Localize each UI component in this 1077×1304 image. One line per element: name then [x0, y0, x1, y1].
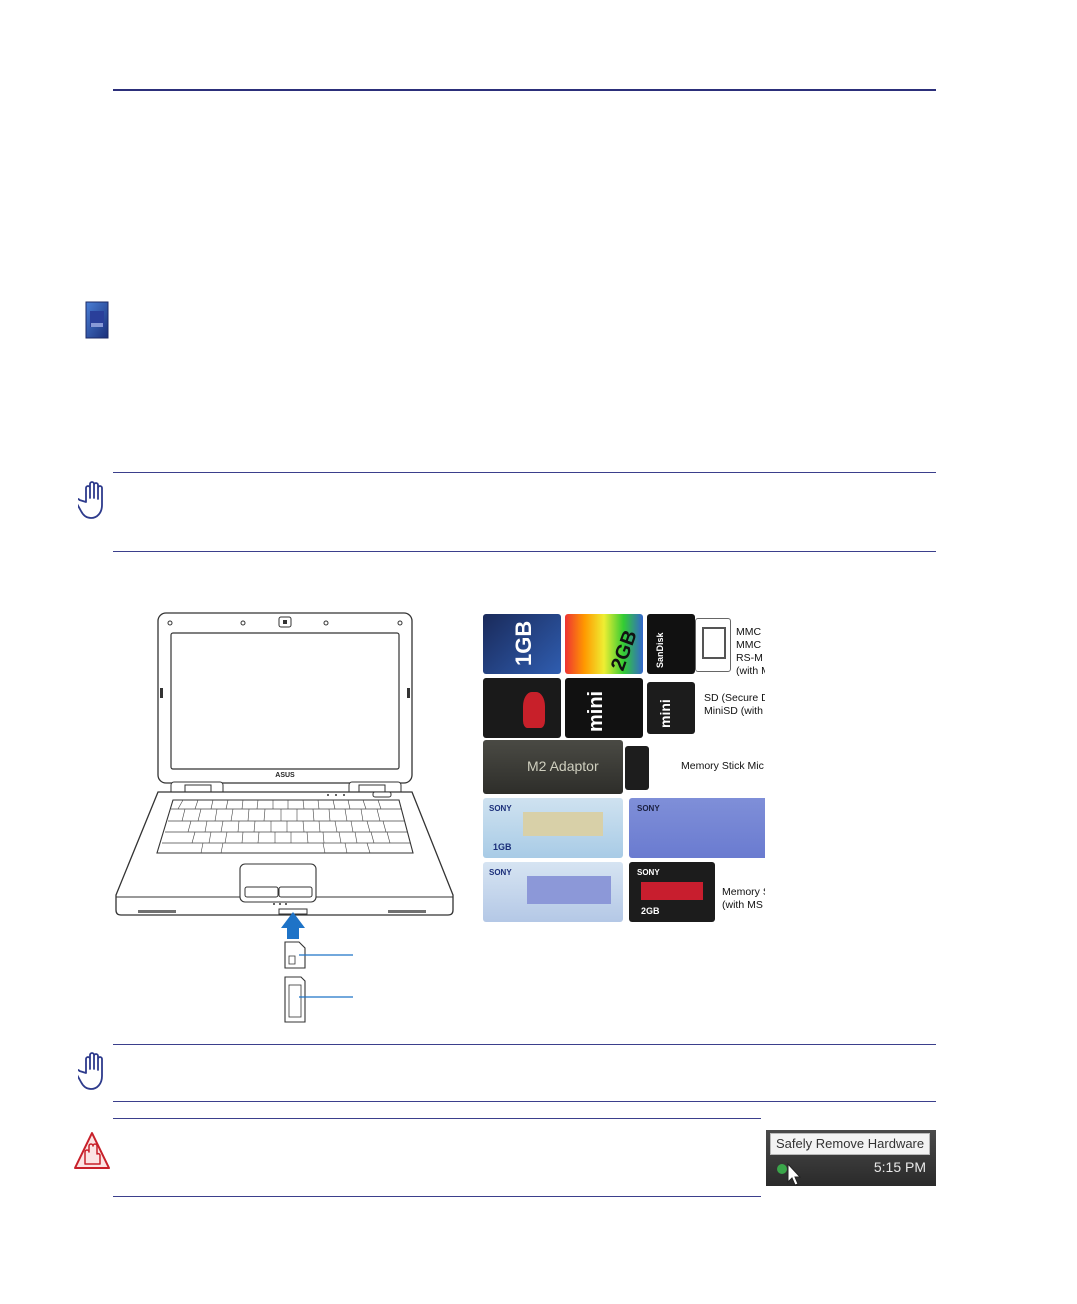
ms-standard-sony: SONY — [489, 868, 512, 877]
ms-duo-card: SONY — [629, 798, 765, 858]
minisd-card: mini — [647, 682, 695, 734]
ms-pro-duo-sony: SONY — [637, 868, 660, 877]
sd-ultra-card — [483, 678, 561, 738]
hand-icon — [78, 478, 110, 520]
ms-micro-label: Memory Stick Mic — [681, 760, 764, 772]
ms-micro-card — [625, 746, 649, 790]
ms-pro-duo-card: SONY 2GB — [629, 862, 715, 922]
header-rule — [113, 89, 936, 91]
cf-card-1gb: 1GB — [483, 614, 561, 674]
ms-duo-sony: SONY — [637, 804, 660, 813]
cf-card-label: 1GB — [511, 620, 536, 666]
memory-card-collage: 1GB 2GB SanDisk MMC MMC RS-M (with M min… — [483, 612, 765, 922]
m2-adaptor-label: M2 Adaptor — [527, 758, 599, 774]
minisd-adapter: mini — [565, 678, 643, 738]
warning-icon — [73, 1130, 111, 1172]
cf-card-2gb: 2GB — [565, 614, 643, 674]
laptop-brand: ASUS — [275, 772, 295, 779]
ms-pro-duo-capacity: 2GB — [641, 906, 660, 916]
hand-icon — [78, 1049, 110, 1091]
warning-rule-top — [113, 1118, 761, 1119]
safely-remove-tray-icon[interactable] — [776, 1160, 802, 1186]
minisd-small-label: mini — [657, 699, 673, 728]
taskbar-clock: 5:15 PM — [873, 1159, 926, 1175]
ms-pro-sony: SONY — [489, 804, 512, 813]
ms-pro-capacity: 1GB — [493, 842, 512, 852]
ms-label: Memory S (with MS — [722, 886, 765, 911]
laptop-illustration: ASUS — [113, 610, 458, 1035]
memory-card-icon — [84, 301, 110, 344]
warning-rule-bottom — [113, 1196, 761, 1197]
sandisk-card-label: SanDisk — [655, 632, 665, 668]
mmc-adapter — [695, 618, 731, 672]
safely-remove-tooltip: Safely Remove Hardware — [770, 1133, 931, 1155]
m2-adaptor-card: M2 Adaptor — [483, 740, 623, 794]
mmc-label: MMC MMC RS-M (with M — [736, 626, 765, 677]
sd-label: SD (Secure D MiniSD (with — [704, 692, 765, 717]
cf2-card-label: 2GB — [607, 627, 642, 674]
ms-standard-card: SONY — [483, 862, 623, 922]
note-rule-bottom — [113, 551, 936, 552]
ms-pro-card: SONY 1GB — [483, 798, 623, 858]
note2-rule-top — [113, 1044, 936, 1045]
sandisk-card: SanDisk — [647, 614, 695, 674]
note2-rule-bottom — [113, 1101, 936, 1102]
taskbar-snippet: Safely Remove Hardware 5:15 PM — [766, 1130, 936, 1186]
note-rule-top — [113, 472, 936, 473]
minisd-card-label: mini — [585, 690, 607, 732]
